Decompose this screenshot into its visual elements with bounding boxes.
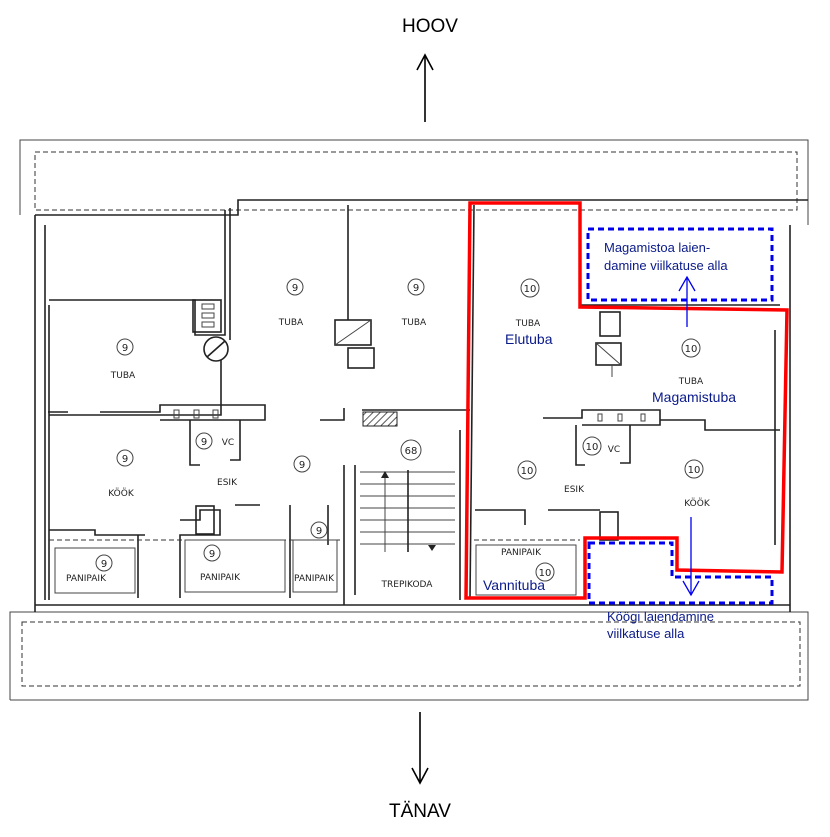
svg-text:KÖÖK: KÖÖK <box>684 498 711 509</box>
svg-text:9: 9 <box>292 283 298 294</box>
svg-text:68: 68 <box>405 446 418 457</box>
north-label: HOOV <box>402 16 458 37</box>
apartment-outline <box>464 201 789 600</box>
arrow-down-icon <box>682 517 700 597</box>
svg-text:damine viilkatuse alla: damine viilkatuse alla <box>604 258 728 273</box>
svg-text:9: 9 <box>101 559 107 570</box>
svg-text:TUBA: TUBA <box>678 377 704 387</box>
svg-text:VC: VC <box>608 445 620 455</box>
svg-text:VC: VC <box>222 438 234 448</box>
svg-text:10: 10 <box>524 284 537 295</box>
svg-text:TUBA: TUBA <box>278 318 304 328</box>
svg-text:PANIPAIK: PANIPAIK <box>501 548 542 558</box>
svg-text:10: 10 <box>586 442 599 453</box>
svg-text:10: 10 <box>539 568 552 579</box>
arrow-up-icon <box>678 275 696 327</box>
svg-text:9: 9 <box>122 343 128 354</box>
south-label: TÄNAV <box>389 801 451 822</box>
svg-text:TUBA: TUBA <box>110 371 136 381</box>
svg-text:ESIK: ESIK <box>564 485 585 495</box>
svg-text:9: 9 <box>299 460 305 471</box>
svg-text:ESIK: ESIK <box>217 478 238 488</box>
svg-text:9: 9 <box>122 454 128 465</box>
svg-text:9: 9 <box>209 549 215 560</box>
walls <box>34 199 808 612</box>
arrow-down-icon <box>411 712 429 785</box>
svg-text:9: 9 <box>316 526 322 537</box>
svg-text:Magamistuba: Magamistuba <box>652 389 736 405</box>
svg-text:Magamistoa laien-: Magamistoa laien- <box>604 240 710 255</box>
stairwell: 68 TREPIKODA <box>381 439 434 590</box>
svg-text:PANIPAIK: PANIPAIK <box>66 574 107 584</box>
svg-text:TUBA: TUBA <box>515 319 541 329</box>
svg-text:10: 10 <box>685 344 698 355</box>
svg-text:PANIPAIK: PANIPAIK <box>294 574 335 584</box>
kitchen-extension: Köögi laiendamine viilkatuse alla <box>587 517 774 641</box>
svg-text:TREPIKODA: TREPIKODA <box>381 580 434 590</box>
svg-text:KÖÖK: KÖÖK <box>108 488 135 499</box>
svg-text:PANIPAIK: PANIPAIK <box>200 573 241 583</box>
svg-text:10: 10 <box>521 466 534 477</box>
svg-text:Vannituba: Vannituba <box>483 577 545 593</box>
svg-text:9: 9 <box>201 437 207 448</box>
svg-text:TUBA: TUBA <box>401 318 427 328</box>
bedroom-extension: Magamistoa laien- damine viilkatuse alla <box>586 227 774 327</box>
arrow-up-icon <box>416 53 434 122</box>
room-vc: 10 VC <box>582 436 620 456</box>
room-wc: 9 VC <box>195 432 234 450</box>
svg-text:Elutuba: Elutuba <box>505 331 553 347</box>
svg-text:10: 10 <box>688 465 701 476</box>
svg-text:Köögi laiendamine: Köögi laiendamine <box>607 609 714 624</box>
svg-text:viilkatuse alla: viilkatuse alla <box>607 626 685 641</box>
roof-eaves <box>9 139 809 701</box>
stairs <box>360 470 455 552</box>
svg-text:9: 9 <box>413 283 419 294</box>
